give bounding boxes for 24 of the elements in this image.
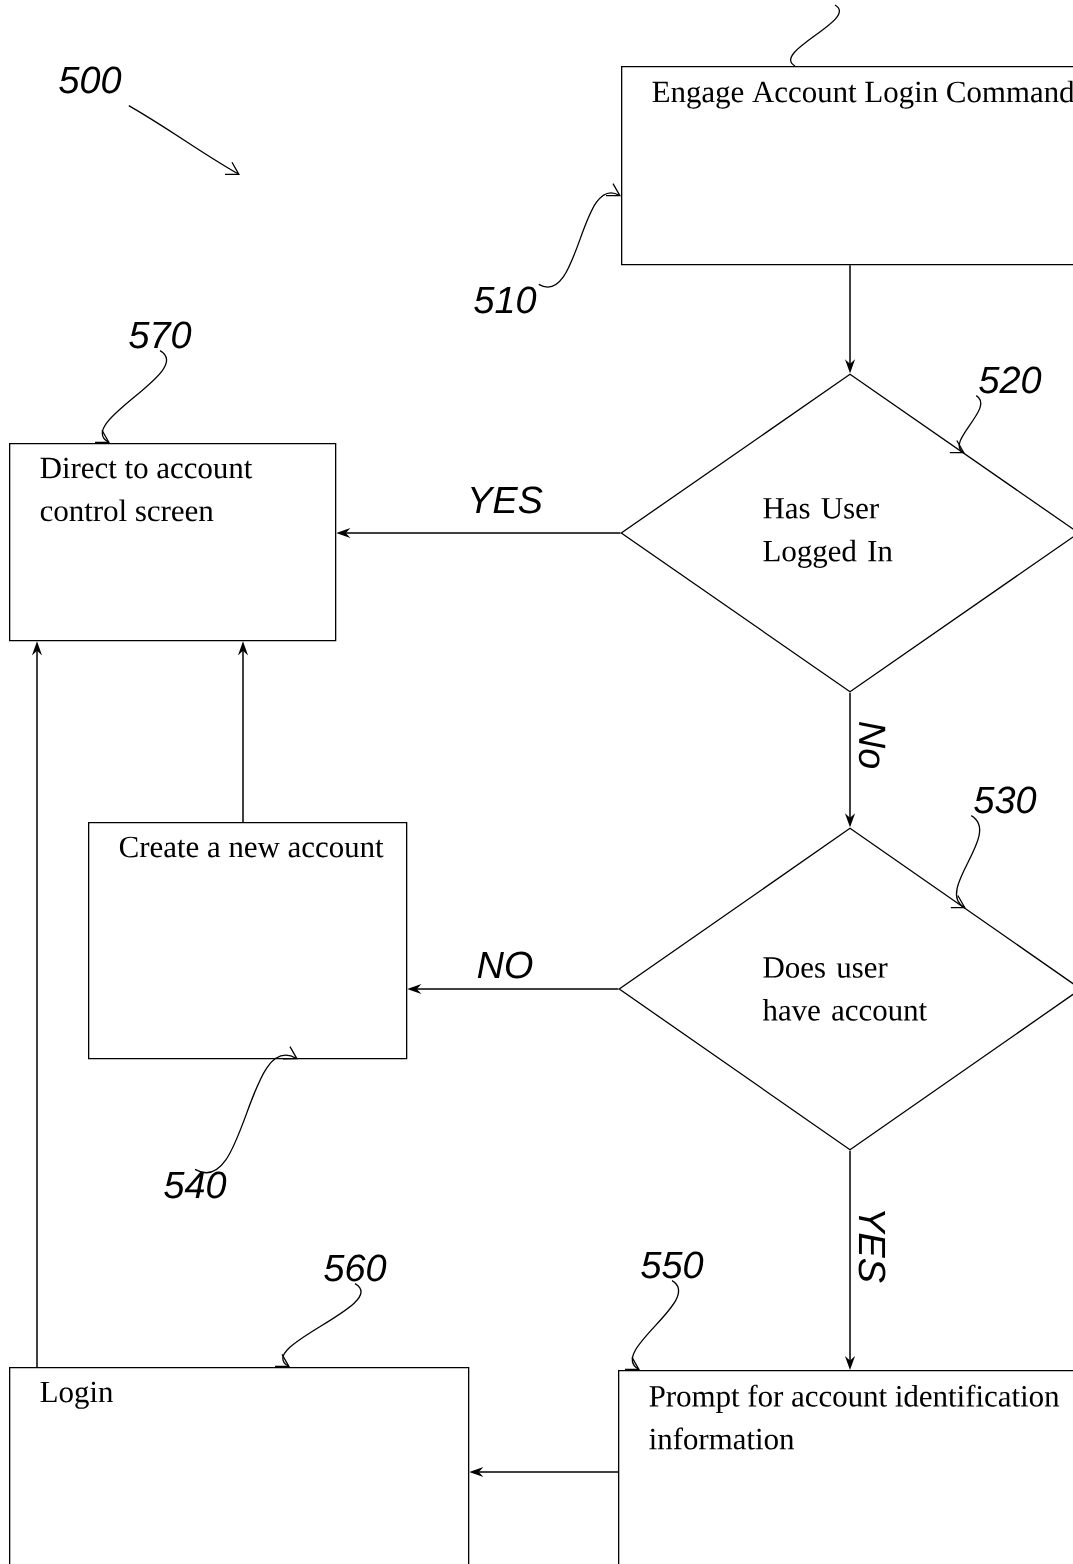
leader-line (274, 1282, 362, 1368)
process-box: Create a new account (88, 822, 408, 1060)
leader-line (950, 814, 981, 909)
callout-number: 510 (474, 286, 537, 314)
process-box: Prompt for account identification information (618, 1370, 1073, 1564)
edge-label: NO (475, 950, 535, 980)
edge-label: No (857, 719, 887, 771)
leader-line (128, 104, 240, 176)
edge-label: YES (466, 485, 544, 515)
callout-number: 560 (324, 1254, 387, 1282)
leader-line (790, 4, 840, 67)
callout-number: 500 (59, 66, 122, 94)
callout-number: 520 (979, 366, 1042, 394)
leader-line (538, 182, 621, 288)
leader-line (949, 394, 982, 454)
callout-number: 540 (164, 1171, 227, 1199)
callout-number: 530 (974, 786, 1037, 814)
leader-line (194, 1045, 298, 1174)
edge-label: YES (857, 1206, 887, 1284)
process-box: Login (9, 1367, 470, 1564)
callout-number: 550 (641, 1251, 704, 1279)
callout-number: 570 (129, 321, 192, 349)
process-box: Direct to account control screen (9, 443, 337, 642)
leader-line (624, 1279, 680, 1371)
